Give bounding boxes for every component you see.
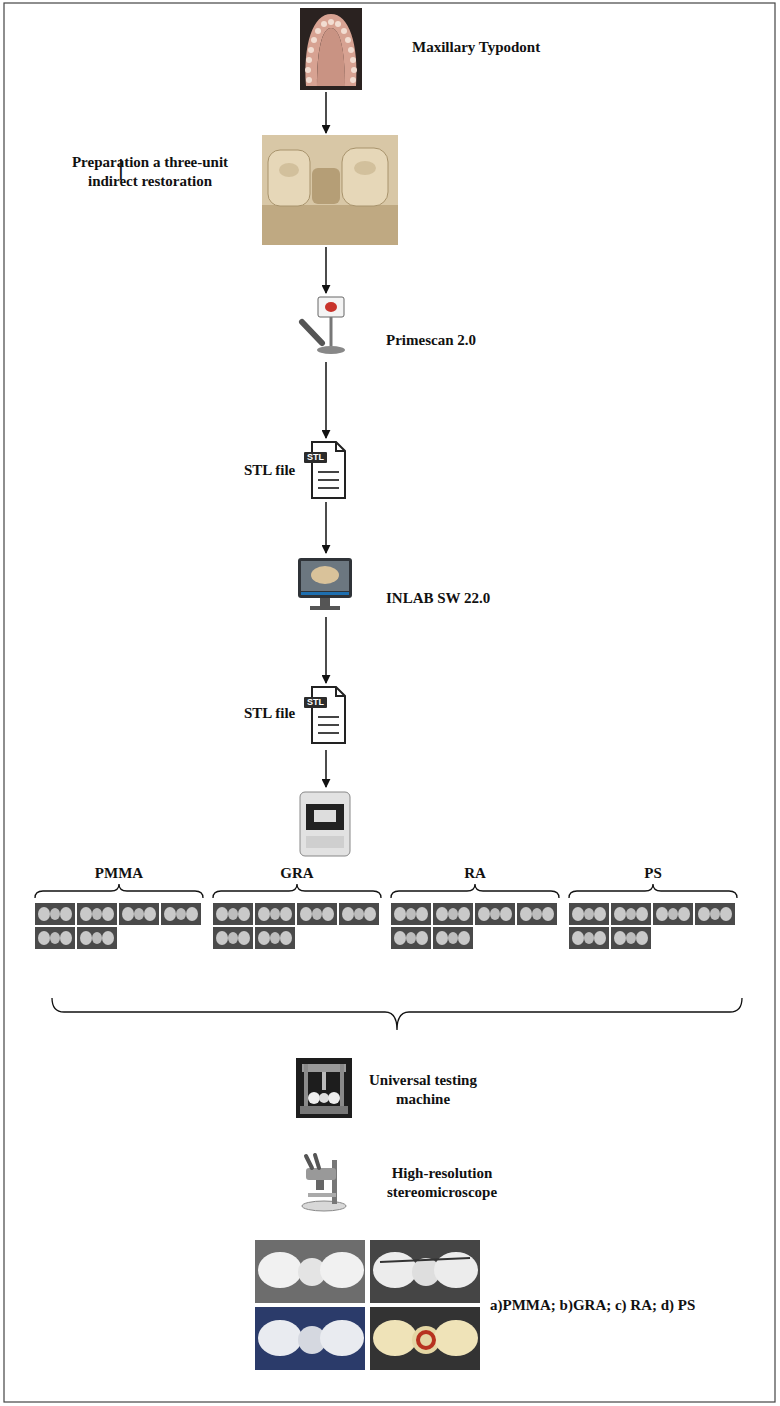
file-badge: STL: [304, 697, 327, 708]
group-label: RA: [464, 864, 486, 883]
file-icon: [312, 687, 345, 743]
step-node: INLAB SW 22.0: [298, 555, 492, 615]
group-brace: [35, 884, 737, 898]
step-label: Preparation a three-unit indirect restor…: [70, 153, 230, 191]
flow-arrow: [325, 362, 327, 438]
stray-mark: |: [118, 156, 124, 180]
scanner-icon: [302, 297, 345, 354]
milling-machine-icon: [300, 792, 350, 856]
step-node: High-resolution stereomicroscope: [298, 1150, 524, 1212]
preparation-photo: [262, 135, 398, 245]
step-node: a)PMMA; b)GRA; c) RA; d) PS: [255, 1240, 697, 1370]
step-node: Universal testing machine: [296, 1058, 490, 1118]
step-label: Universal testing machine: [358, 1071, 488, 1109]
software-icon: [298, 558, 352, 610]
step-node: STL file: [242, 685, 347, 745]
step-label: a)PMMA; b)GRA; c) RA; d) PS: [490, 1296, 695, 1315]
specimen-tiles: [35, 903, 735, 949]
step-node: Maxillary Typodont: [300, 8, 542, 90]
arrow: [325, 750, 327, 787]
step-label: STL file: [244, 461, 295, 480]
typodont-photo: [300, 8, 362, 90]
step-node: STL file: [242, 440, 347, 500]
file-badge: STL: [304, 452, 327, 463]
group-label: PS: [644, 864, 662, 883]
stereomicroscope-icon: [302, 1155, 346, 1211]
fracture-photos: [255, 1240, 480, 1370]
step-label: STL file: [244, 704, 295, 723]
step-label: Maxillary Typodont: [412, 38, 540, 57]
step-node: Preparation a three-unit indirect restor…: [68, 135, 398, 245]
frame: [4, 3, 775, 1402]
step-node: Primescan 2.0: [298, 295, 478, 360]
merge-brace: [52, 998, 742, 1030]
step-label: INLAB SW 22.0: [386, 589, 490, 608]
flow-arrow: [325, 92, 327, 133]
flow-arrow: [325, 617, 327, 683]
flow-arrow: [325, 247, 327, 293]
step-label: High-resolution stereomicroscope: [362, 1164, 522, 1202]
group-label: GRA: [280, 864, 313, 883]
file-icon: [312, 442, 345, 498]
step-label: Primescan 2.0: [386, 331, 476, 350]
flow-arrow: [325, 502, 327, 553]
testing-machine-photo: [296, 1058, 352, 1118]
group-label: PMMA: [95, 864, 143, 883]
